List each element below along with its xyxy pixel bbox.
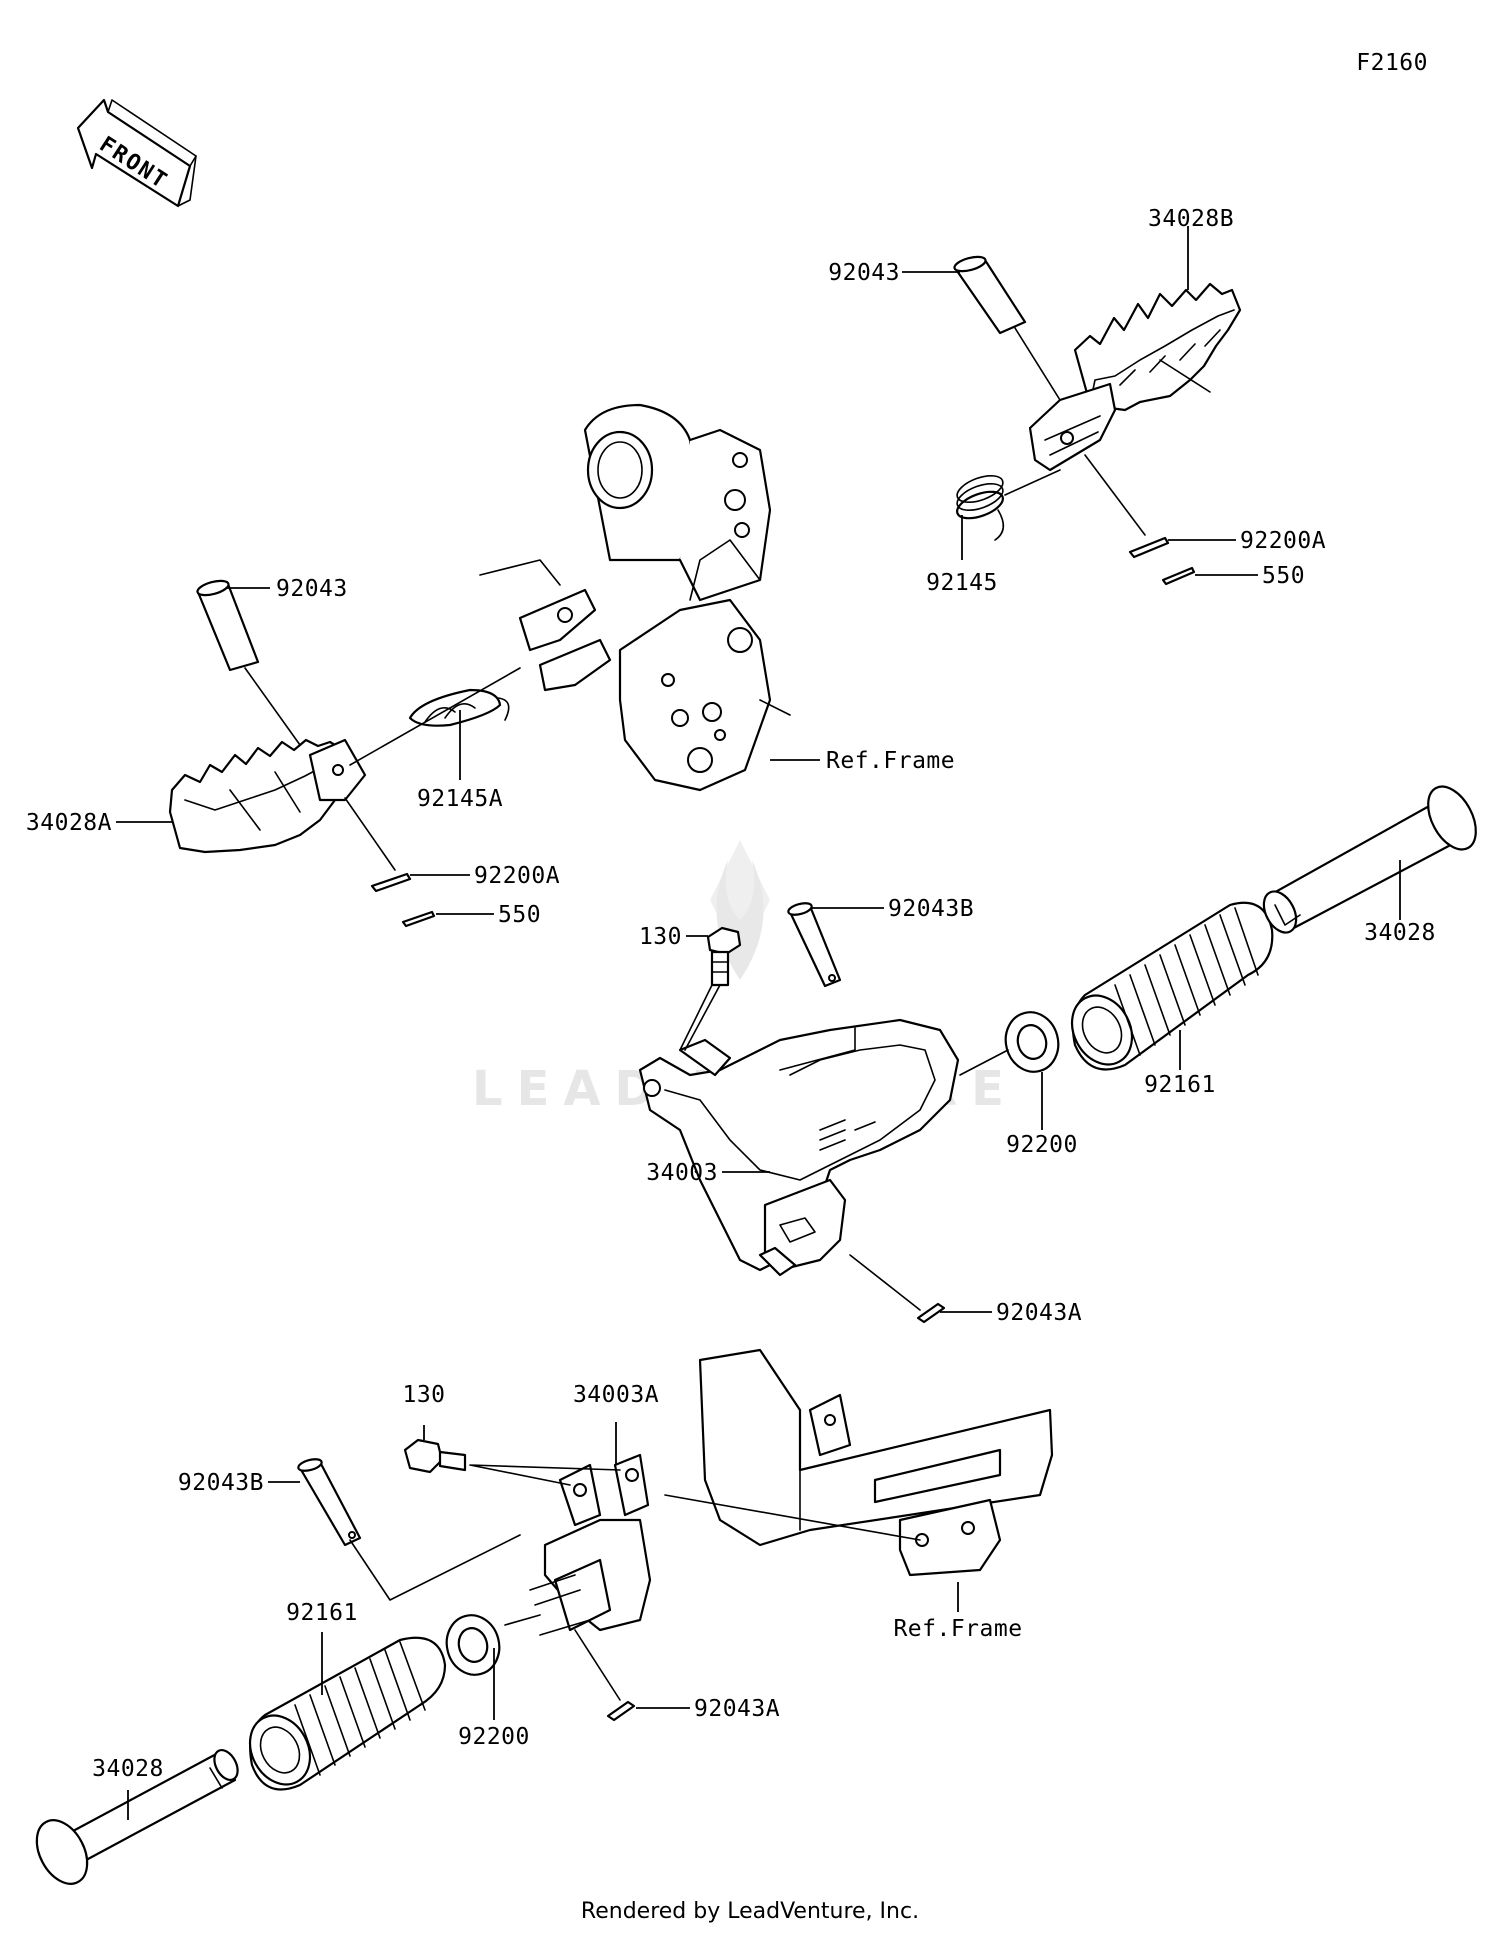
label-34028-top: 34028 (1364, 920, 1436, 946)
label-550-right: 550 (1262, 563, 1305, 589)
footpeg-34028A (168, 738, 367, 854)
rubber-92161-top (1070, 901, 1274, 1071)
label-ref-frame-upper: Ref.Frame (826, 748, 955, 774)
label-92200A-left: 92200A (474, 863, 560, 889)
label-92145A: 92145A (417, 786, 503, 812)
lower-frame-area (698, 1348, 1054, 1577)
label-92200A-right: 92200A (1240, 528, 1326, 554)
figure-id: F2160 (1356, 50, 1428, 76)
label-130-bottom: 130 (402, 1382, 445, 1408)
left-frame-area (479, 403, 791, 792)
washer-92200A-right (1128, 536, 1170, 559)
left-footpeg-assembly (168, 579, 521, 928)
label-92043B-top: 92043B (888, 896, 974, 922)
label-550-left: 550 (498, 902, 541, 928)
label-92043-right: 92043 (828, 260, 900, 286)
label-92043-left: 92043 (276, 576, 348, 602)
label-130-top: 130 (639, 924, 682, 950)
center-footpeg-assembly (638, 785, 1477, 1324)
front-direction-arrow-icon: FRONT (76, 98, 197, 208)
label-34028A: 34028A (26, 810, 112, 836)
washer-92200-bottom (445, 1614, 501, 1676)
label-92145: 92145 (926, 570, 998, 596)
washer-92200-top (1004, 1011, 1060, 1073)
bracket-34003 (638, 1018, 960, 1277)
leader-lines (116, 226, 1401, 1820)
peg-34028-bottom (35, 1749, 239, 1885)
bolt-130-top (706, 926, 742, 987)
label-34028-bottom: 34028 (92, 1756, 164, 1782)
pin-92043B-bottom (297, 1458, 362, 1547)
label-92043A-bottom: 92043A (694, 1696, 780, 1722)
bolt-130-bottom (403, 1438, 467, 1474)
label-92161-bottom: 92161 (286, 1600, 358, 1626)
washer-92200A-left (370, 872, 412, 893)
label-92200-top: 92200 (1006, 1132, 1078, 1158)
cotter-pin-92043A-bottom (606, 1700, 636, 1722)
label-34003: 34003 (646, 1160, 718, 1186)
pin-92043-right (953, 255, 1027, 335)
bracket-34003A (529, 1453, 652, 1636)
label-92043B-bottom: 92043B (178, 1470, 264, 1496)
pin-92043B-top (787, 902, 842, 988)
part-labels: 34028B 92043 92145 92200A 550 92043 9214… (26, 206, 1436, 1782)
label-34003A: 34003A (573, 1382, 659, 1408)
lower-footpeg-assembly (35, 1438, 921, 1885)
label-ref-frame-lower: Ref.Frame (893, 1616, 1022, 1642)
spring-92145 (956, 475, 1005, 541)
label-92161-top: 92161 (1144, 1072, 1216, 1098)
cotter-pin-92043A-top (916, 1302, 946, 1324)
footpeg-34028B (1028, 282, 1242, 472)
right-footpeg-assembly (953, 255, 1242, 586)
label-92043A-top: 92043A (996, 1300, 1082, 1326)
rubber-92161-bottom (248, 1636, 447, 1791)
pin-92043-left (196, 579, 260, 672)
footer-credit: Rendered by LeadVenture, Inc. (581, 1899, 919, 1924)
cotter-pin-550-right (1161, 566, 1196, 586)
spring-92145A (408, 688, 510, 727)
label-92200-bottom: 92200 (458, 1724, 530, 1750)
label-34028B: 34028B (1148, 206, 1234, 232)
peg-34028-top (1262, 785, 1477, 934)
cotter-pin-550-left (401, 910, 436, 928)
